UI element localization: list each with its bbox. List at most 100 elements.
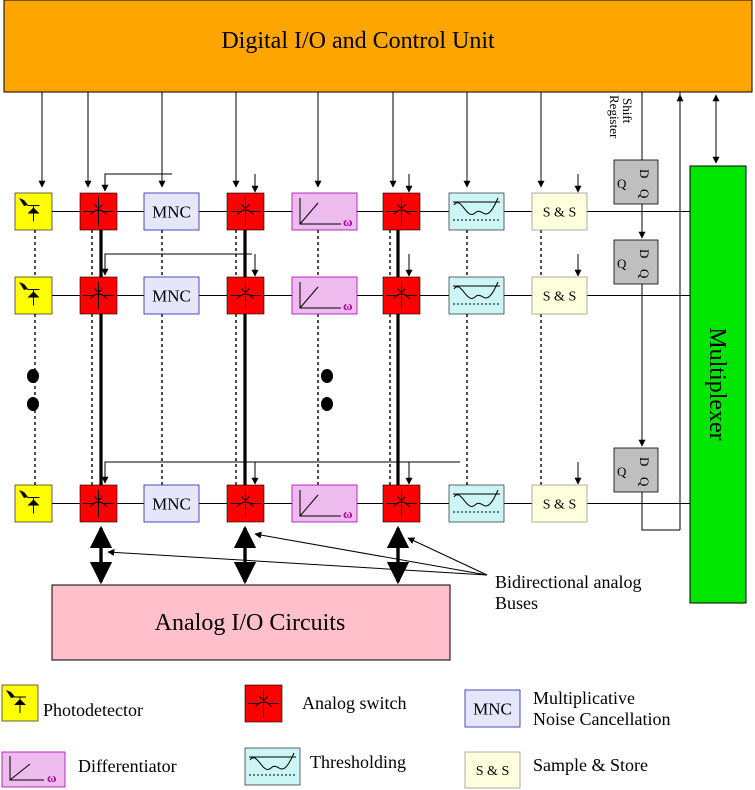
switch-arc-icon bbox=[393, 209, 410, 215]
analog-switch-cell bbox=[79, 192, 118, 231]
switch-gate-icon bbox=[241, 496, 250, 502]
row-enable-line-1 bbox=[101, 253, 252, 276]
switch-gate-icon bbox=[94, 288, 103, 294]
omega-label: ω bbox=[343, 506, 353, 521]
switch-gate-icon bbox=[241, 204, 250, 210]
annotation-arrow-2 bbox=[407, 537, 488, 576]
mnc-label: MNC bbox=[473, 700, 512, 719]
switch-gate-icon bbox=[259, 696, 268, 702]
switch-arc-icon bbox=[90, 209, 107, 215]
legend-analog-switch-label: Analog switch bbox=[302, 693, 406, 713]
wiring bbox=[27, 92, 720, 585]
switch-arc-icon bbox=[393, 293, 410, 299]
switch-icon bbox=[248, 689, 279, 718]
analog-switch-cell bbox=[79, 276, 118, 315]
sample-store-label: S & S bbox=[543, 206, 576, 221]
switch-gate-icon bbox=[241, 288, 250, 294]
mnc-cell: MNC bbox=[143, 484, 200, 523]
switch-icon bbox=[386, 489, 417, 518]
analog-switch-cell bbox=[226, 192, 265, 231]
mnc-cell: MNC bbox=[464, 689, 521, 728]
analog-io-box bbox=[51, 584, 451, 661]
analog-switch-cell bbox=[244, 684, 283, 723]
analog-switch-cell bbox=[79, 484, 118, 523]
shift-register-label: Shift bbox=[620, 98, 635, 124]
flipflop-box bbox=[613, 159, 659, 205]
thresholding-cell bbox=[448, 276, 505, 315]
analog-switch-cell bbox=[382, 192, 421, 231]
mnc-cell: MNC bbox=[143, 192, 200, 231]
flipflop-qout-label: Q bbox=[637, 189, 652, 199]
analog-switch-cell bbox=[382, 276, 421, 315]
bus-annotation-line1: Bidirectional analog bbox=[495, 572, 641, 592]
ramp-icon bbox=[9, 763, 31, 781]
annotation-arrow-1 bbox=[254, 531, 488, 576]
switch-icon bbox=[230, 197, 261, 226]
ramp-icon bbox=[299, 286, 319, 309]
mnc-label: MNC bbox=[152, 203, 191, 222]
ellipsis-dot-3 bbox=[321, 397, 333, 411]
photodetector-cell bbox=[14, 192, 53, 231]
switch-arc-icon bbox=[90, 293, 107, 299]
flipflop-q-label: Q bbox=[617, 256, 627, 271]
switch-icon bbox=[230, 489, 261, 518]
mnc-box bbox=[143, 192, 200, 231]
row-enable-line-0 bbox=[101, 173, 172, 192]
flipflop-q-label: Q bbox=[617, 176, 627, 191]
differentiator-cell: ω bbox=[291, 192, 358, 231]
switch-gate-icon bbox=[397, 288, 406, 294]
shift-chain-out bbox=[641, 492, 680, 531]
switch-icon bbox=[83, 281, 114, 310]
sample-store-box bbox=[531, 484, 588, 523]
mnc-box bbox=[143, 276, 200, 315]
switch-arc-icon bbox=[237, 293, 254, 299]
mnc-box bbox=[143, 484, 200, 523]
ramp-icon bbox=[299, 494, 319, 517]
sample-store-cell: S & S bbox=[464, 751, 521, 789]
flipflop-q-label: Q bbox=[617, 464, 627, 479]
switch-arc-icon bbox=[237, 209, 254, 215]
switch-arc-icon bbox=[255, 701, 272, 707]
switch-icon bbox=[83, 197, 114, 226]
legend-photodetector-label: Photodetector bbox=[43, 700, 143, 720]
legend-omega: ω bbox=[47, 770, 57, 785]
analog-io-label: Analog I/O Circuits bbox=[155, 610, 346, 636]
sample-store-label: S & S bbox=[543, 290, 576, 305]
switch-icon bbox=[386, 197, 417, 226]
control-unit-box bbox=[3, 0, 753, 93]
bus-annotation-line2: Buses bbox=[495, 593, 538, 613]
thresholding-cell bbox=[448, 484, 505, 523]
mnc-box bbox=[464, 689, 521, 728]
switch-gate-icon bbox=[94, 496, 103, 502]
legend-mnc-label-2: Noise Cancellation bbox=[533, 709, 670, 729]
analog-switch-cell bbox=[226, 484, 265, 523]
multiplexer-box bbox=[689, 165, 747, 604]
ramp-icon bbox=[299, 202, 319, 225]
sample-store-label: S & S bbox=[476, 764, 509, 779]
annotation-arrow-0 bbox=[107, 548, 488, 576]
photodetector-cell bbox=[14, 276, 53, 315]
legend-differentiator: ω bbox=[1, 751, 66, 788]
shift-register-label-2: Register bbox=[607, 95, 622, 139]
waveform-icon bbox=[453, 197, 499, 216]
sample-store-cell: S & S bbox=[531, 276, 588, 315]
thresholding-cell bbox=[244, 747, 301, 786]
switch-gate-icon bbox=[397, 496, 406, 502]
analog-switch-cell bbox=[382, 484, 421, 523]
switch-icon bbox=[230, 281, 261, 310]
thresholding-cell bbox=[448, 192, 505, 231]
mnc-cell: MNC bbox=[143, 276, 200, 315]
flipflop-d-label: D bbox=[637, 457, 652, 466]
switch-arc-icon bbox=[90, 501, 107, 507]
dq-flipflop: Q D Q bbox=[613, 159, 659, 205]
sample-store-cell: S & S bbox=[531, 484, 588, 523]
waveform-icon bbox=[453, 489, 499, 508]
flipflop-d-label: D bbox=[637, 169, 652, 178]
flipflop-qout-label: Q bbox=[637, 269, 652, 279]
switch-gate-icon bbox=[397, 204, 406, 210]
switch-arc-icon bbox=[393, 501, 410, 507]
omega-label: ω bbox=[343, 298, 353, 313]
ellipsis-dot-1 bbox=[27, 397, 39, 411]
legend-thresholding-label: Thresholding bbox=[310, 752, 406, 772]
